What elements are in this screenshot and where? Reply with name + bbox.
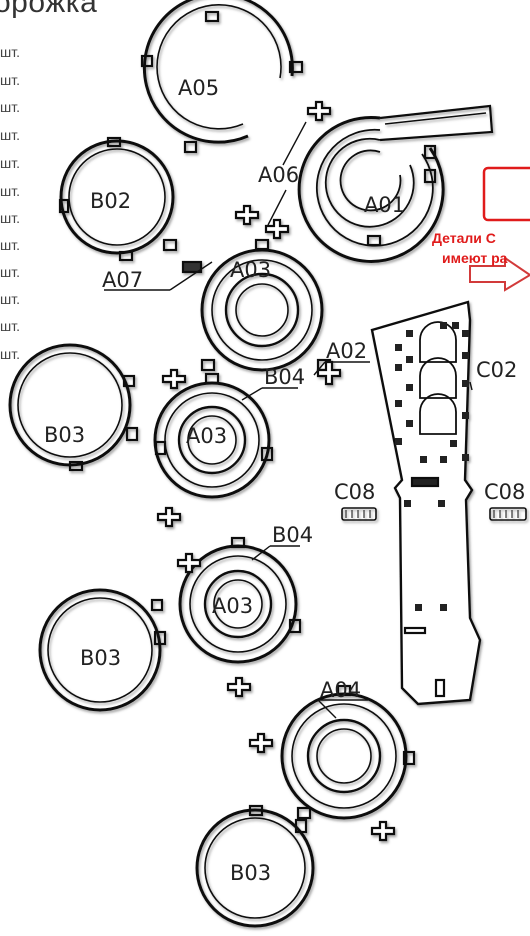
part-label: A01 [364,193,405,217]
part-a03-mid [153,368,274,528]
part-a03-top [181,238,332,372]
part-b03-bottom [195,804,315,928]
warning-arrow-icon [469,256,530,292]
quantity-unit: шт. [0,99,20,115]
quantity-unit: шт. [0,237,20,253]
part-c08-right [489,507,527,521]
leader-lines [104,121,473,719]
part-label: B03 [44,423,85,447]
part-c08-left [341,507,377,521]
warning-box [482,166,530,222]
page-title: орожка [0,0,98,19]
part-label: A04 [320,678,361,702]
quantity-unit: шт. [0,183,20,199]
part-label: C08 [484,480,525,504]
part-label: A06 [258,163,299,187]
part-b02 [58,136,178,262]
part-b03-mid [38,588,167,712]
part-label: A02 [326,339,367,363]
part-b03-left [8,343,139,472]
part-label: B02 [90,189,131,213]
quantity-unit: шт. [0,318,20,334]
part-label: A03 [230,258,271,282]
warning-note-line-1: Детали С [432,230,496,246]
part-label: A05 [178,76,219,100]
quantity-unit: шт. [0,291,20,307]
quantity-unit: шт. [0,127,20,143]
part-a04 [248,684,416,842]
part-a06 [234,100,332,240]
part-label: B04 [272,523,313,547]
quantity-unit: шт. [0,155,20,171]
part-label: C08 [334,480,375,504]
quantity-unit: шт. [0,264,20,280]
part-label: A03 [186,424,227,448]
part-label: B04 [264,365,305,389]
part-label: C02 [476,358,517,382]
quantity-unit: шт. [0,72,20,88]
part-a01 [297,104,494,263]
part-label: B03 [230,861,271,885]
part-label: A03 [212,594,253,618]
part-label: B03 [80,646,121,670]
quantity-unit: шт. [0,44,20,60]
part-label: A07 [102,268,143,292]
warning-note-line-2: имеют ра [442,250,508,266]
c02-slots [395,322,469,611]
quantity-unit: шт. [0,346,20,362]
quantity-unit: шт. [0,210,20,226]
part-c02 [370,300,482,706]
part-a03-low [176,536,302,698]
part-a05 [140,0,304,154]
